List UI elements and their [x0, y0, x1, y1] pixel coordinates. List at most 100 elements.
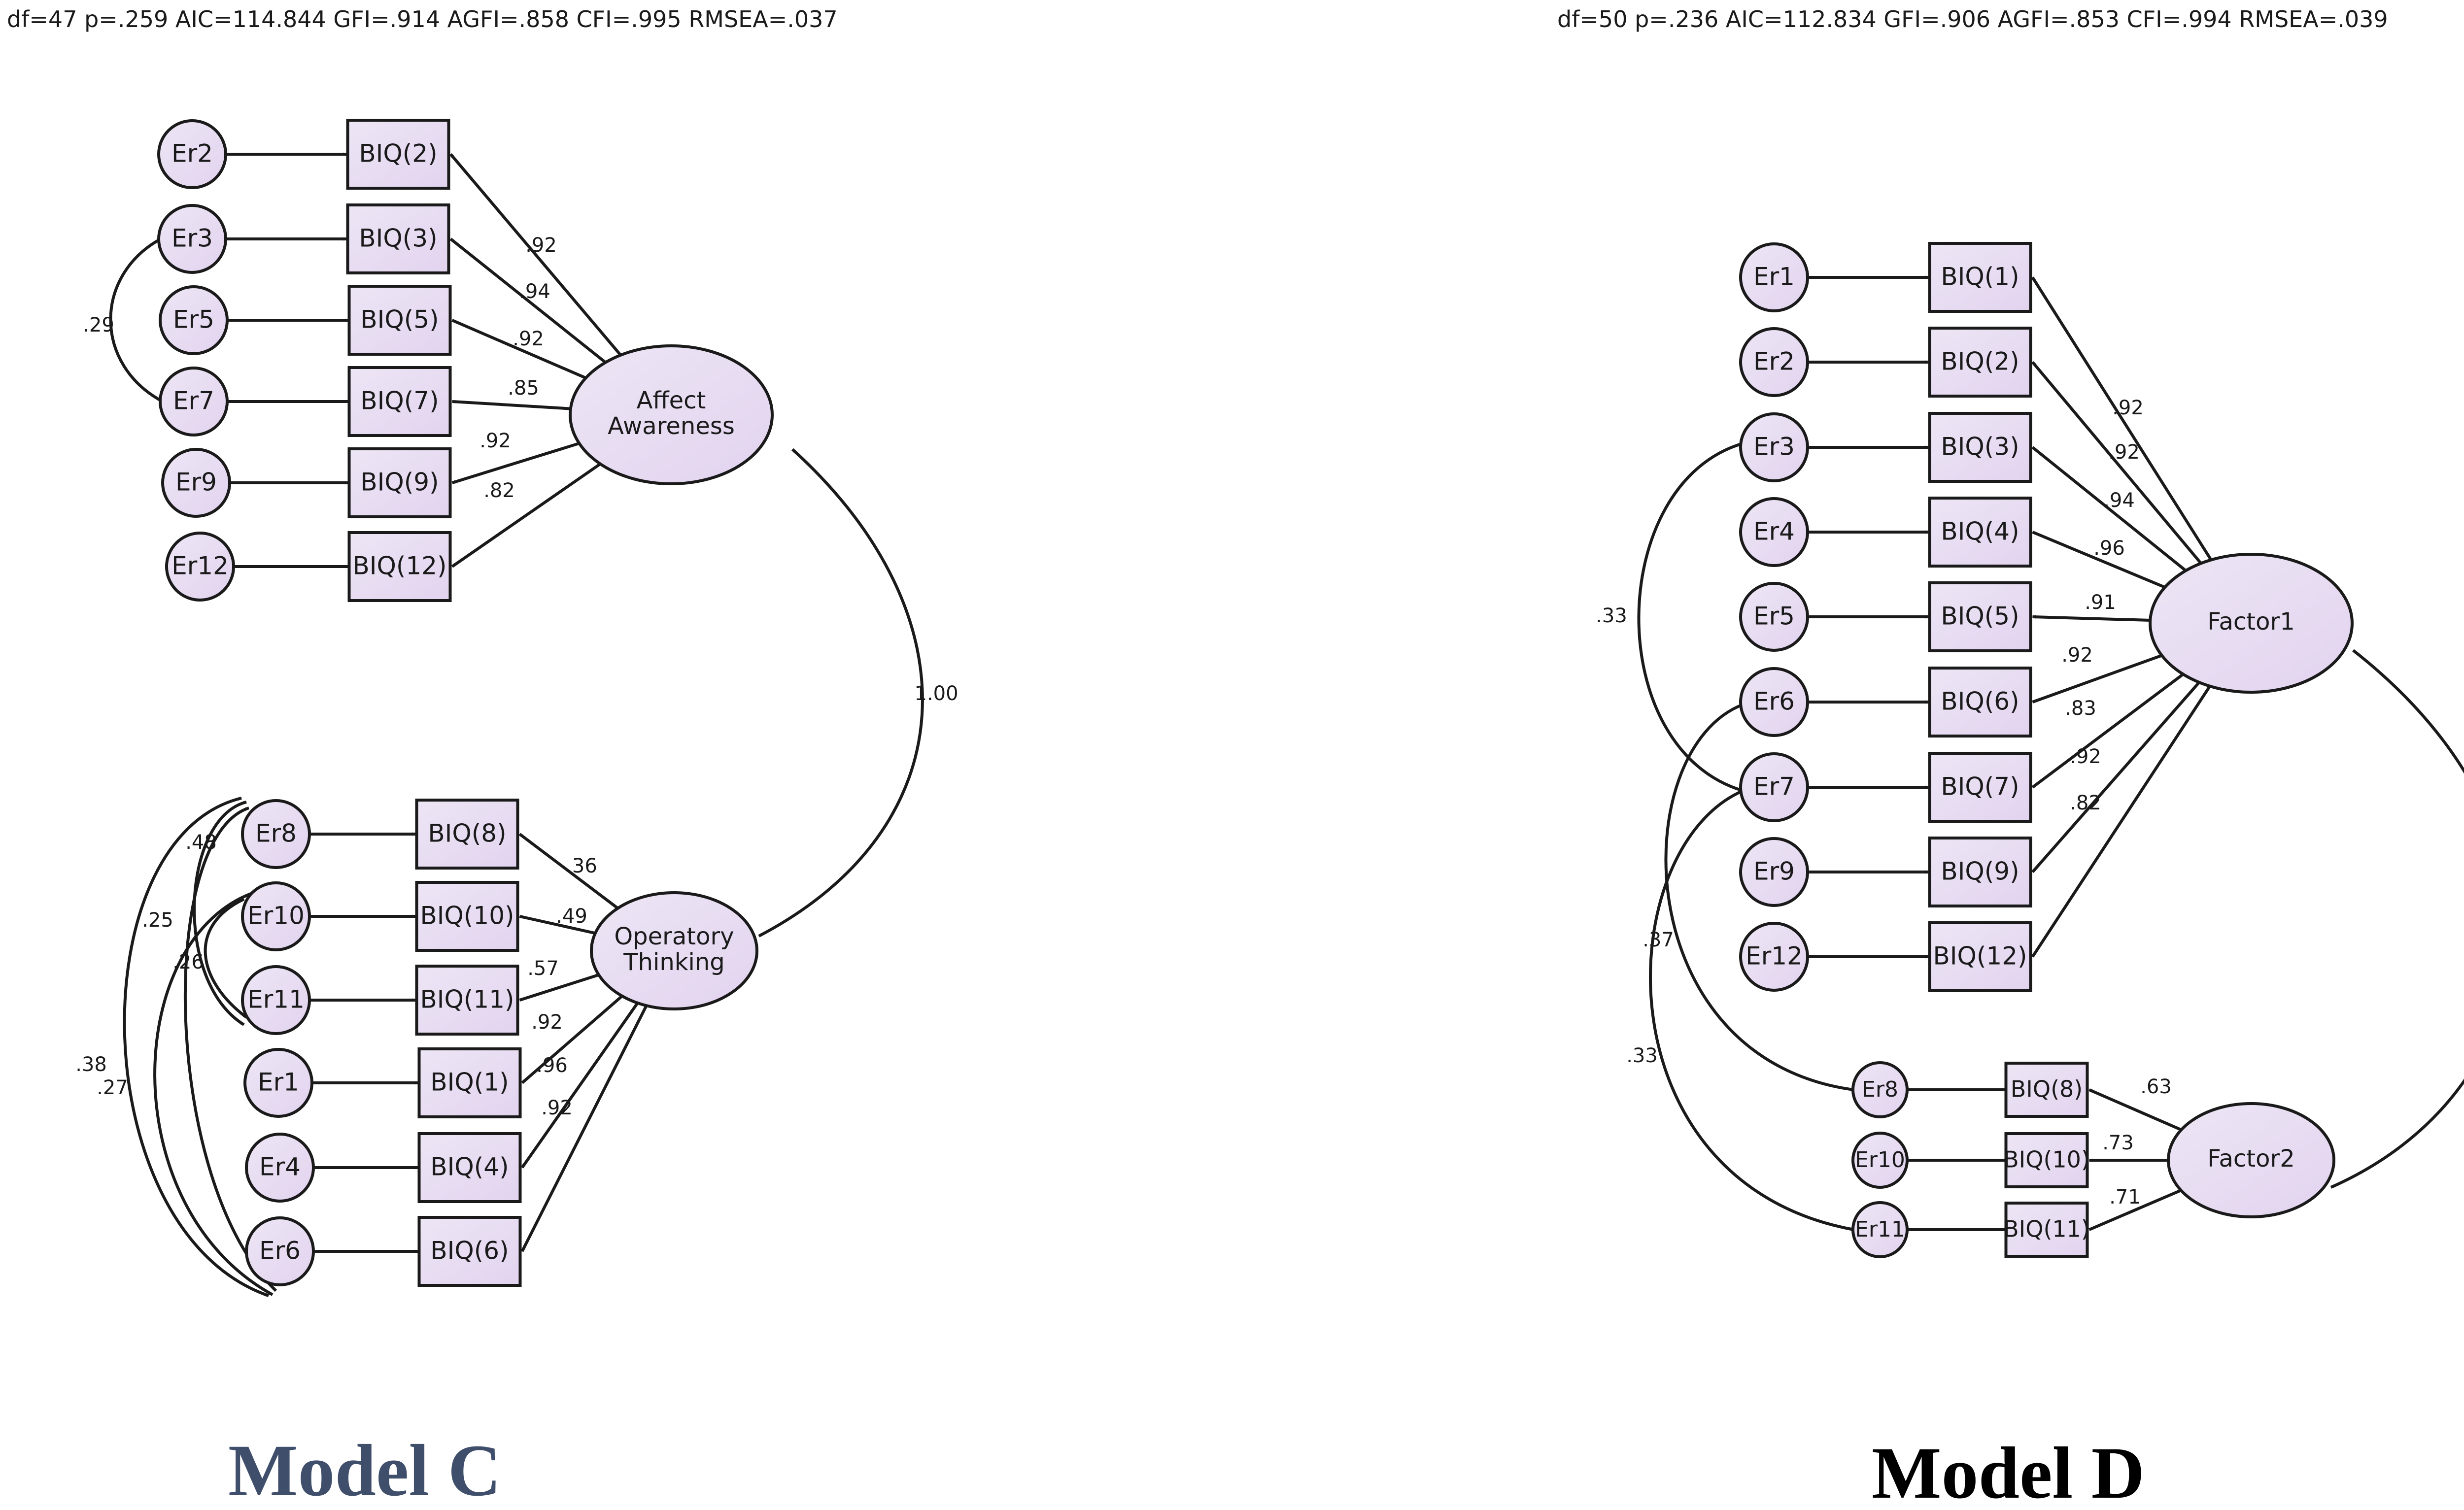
model-d-error-er9: Er9	[1739, 837, 1809, 907]
model-c-observed-biq-10: BIQ(10)	[415, 881, 519, 952]
model-c-observed-biq-8: BIQ(8)	[415, 799, 519, 870]
error-term-circle	[157, 204, 227, 274]
latent-variable-label: Factor2	[2207, 1145, 2294, 1173]
model-c-loading-value: .92	[541, 1097, 573, 1119]
observed-variable-box	[347, 531, 452, 602]
observed-variable-label: BIQ(8)	[428, 819, 506, 848]
model-d-loading-path	[2031, 681, 2200, 873]
model-c-error-er11: Er11	[241, 965, 311, 1035]
model-d-loading-value: .73	[2102, 1132, 2134, 1154]
latent-variable-ellipse	[590, 891, 758, 1010]
model-d-observed-biq-5: BIQ(5)	[1928, 581, 2032, 652]
observed-variable-box	[415, 965, 519, 1036]
model-c-loading-value: .82	[483, 479, 515, 502]
error-term-circle	[1739, 837, 1809, 907]
latent-variable-label: Factor1	[2207, 608, 2294, 636]
error-term-label: Er7	[1753, 772, 1795, 801]
model-c-loading-value: .57	[527, 957, 559, 980]
model-d-error-er3: Er3	[1739, 412, 1809, 482]
error-term-label: Er6	[1753, 687, 1795, 716]
observed-variable-box	[2004, 1202, 2089, 1258]
model-d-loading-path	[2032, 531, 2166, 589]
observed-variable-label: BIQ(4)	[1941, 517, 2019, 546]
model-c-loading-path	[519, 915, 596, 935]
observed-variable-box	[347, 447, 452, 518]
error-term-label: Er6	[259, 1237, 301, 1265]
error-term-circle	[1739, 667, 1809, 737]
latent-variable-label: Thinking	[623, 948, 725, 976]
model-c-error-covariance	[204, 898, 247, 1019]
model-c-error-er5: Er5	[159, 285, 229, 355]
model-c-loading-value: .85	[508, 377, 539, 400]
model-d-loading-value: .92	[2061, 644, 2093, 667]
model-c-error-er1: Er1	[243, 1048, 313, 1118]
model-d-observed-biq-3: BIQ(3)	[1928, 412, 2032, 483]
model-c-loading-value: .94	[519, 280, 550, 303]
latent-variable-label: Affect	[637, 387, 706, 414]
error-term-circle	[1739, 752, 1809, 822]
model-c-error-covariance-value: .25	[142, 909, 173, 932]
observed-variable-box	[1928, 242, 2032, 313]
latent-variable-ellipse	[2149, 553, 2354, 694]
model-c-loading-value: .49	[556, 905, 587, 928]
model-d-observed-biq-10: BIQ(10)	[2003, 1132, 2090, 1188]
model-d-title: Model D	[1872, 1432, 2145, 1510]
observed-variable-label: BIQ(6)	[1941, 687, 2019, 716]
error-term-label: Er3	[171, 224, 213, 253]
model-c-loading-path	[451, 319, 586, 379]
model-c-observed-biq-7: BIQ(7)	[347, 366, 452, 437]
error-term-circle	[1739, 922, 1809, 992]
model-d-observed-biq-11: BIQ(11)	[2003, 1202, 2090, 1258]
model-c-error-covariance-value: .27	[97, 1076, 128, 1099]
model-c-loading-path	[521, 995, 623, 1084]
model-d-observed-biq-12: BIQ(12)	[1928, 921, 2032, 992]
error-term-label: Er1	[258, 1068, 299, 1097]
model-c-error-er9: Er9	[161, 448, 231, 518]
model-c-error-er3: Er3	[157, 204, 227, 274]
model-d-error-er10: Er10	[1851, 1132, 1909, 1189]
model-d-latent-factor2: Factor2	[2167, 1102, 2335, 1218]
error-term-label: Er2	[1753, 347, 1795, 376]
observed-variable-box	[417, 1047, 522, 1118]
model-c-error-er10: Er10	[241, 881, 311, 951]
observed-variable-label: BIQ(1)	[1941, 263, 2019, 291]
model-d-error-er6: Er6	[1739, 667, 1809, 737]
model-c-error-covariance-value: .38	[75, 1053, 107, 1076]
error-term-circle	[1851, 1132, 1909, 1189]
observed-variable-box	[347, 285, 452, 356]
observed-variable-label: BIQ(3)	[359, 224, 437, 253]
model-d-observed-biq-8: BIQ(8)	[2004, 1062, 2089, 1118]
model-d-observed-biq-7: BIQ(7)	[1928, 752, 2032, 823]
observed-variable-box	[1928, 581, 2032, 652]
observed-variable-box	[2004, 1062, 2089, 1118]
edges-layer	[109, 152, 2464, 1297]
observed-variable-box	[415, 881, 519, 952]
error-term-label: Er12	[171, 552, 229, 580]
latent-variable-ellipse	[2167, 1102, 2335, 1218]
observed-variable-box	[417, 1132, 522, 1203]
model-c-loading-path	[519, 973, 599, 1002]
model-c-loading-value: .92	[513, 328, 544, 350]
model-d-error-covariance-value: .33	[1596, 604, 1627, 627]
observed-variable-box	[1928, 412, 2032, 483]
error-term-label: Er11	[247, 985, 305, 1014]
model-d-error-covariance	[1637, 442, 1744, 792]
model-c-observed-biq-2: BIQ(2)	[346, 119, 450, 190]
model-d-error-er4: Er4	[1739, 497, 1809, 567]
labels-layer: .92.94.92.85.92.82.36.49.57.92.96.921.00…	[75, 234, 2172, 1208]
error-term-circle	[159, 367, 229, 436]
model-d-error-er7: Er7	[1739, 752, 1809, 822]
model-c-error-covariance-value: .48	[185, 831, 217, 854]
observed-variable-label: BIQ(5)	[360, 305, 439, 334]
model-c-loading-value: .96	[536, 1054, 568, 1077]
model-c-loading-path	[451, 400, 571, 410]
error-term-circle	[159, 285, 229, 355]
model-c-observed-biq-3: BIQ(3)	[346, 203, 450, 274]
observed-variable-label: BIQ(7)	[360, 387, 439, 415]
error-term-label: Er12	[1745, 942, 1803, 971]
observed-variable-label: BIQ(3)	[1941, 433, 2019, 461]
latent-variable-label: Awareness	[608, 412, 735, 440]
model-d-loading-path	[2088, 1088, 2182, 1132]
observed-variable-label: BIQ(11)	[2003, 1216, 2090, 1242]
